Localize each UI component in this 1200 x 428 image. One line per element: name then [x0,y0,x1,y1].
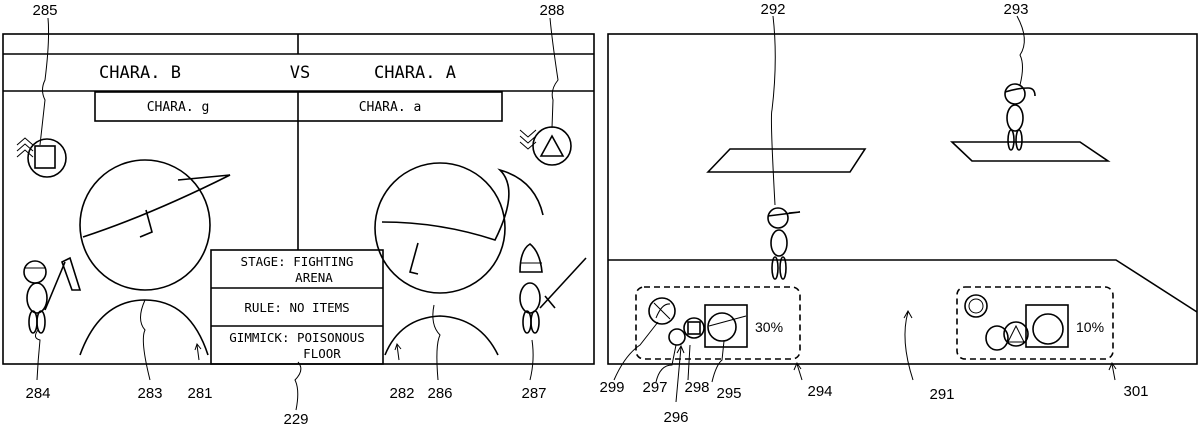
left-rank-emblem [17,138,66,177]
gimmick-info: GIMMICK: POISONOUS [229,330,364,345]
character-b-large [80,160,230,355]
battle-screen: 30% 10% 292 293 299 297 296 298 2 [599,1,1197,426]
stage-info: STAGE: FIGHTING [241,254,354,269]
ref-294: 294 [807,383,832,400]
ref-281: 281 [187,385,212,402]
sub-character-a [520,244,586,333]
player1-hud: 30% [636,287,800,359]
sub-character-g [24,258,80,333]
ref-282: 282 [389,385,414,402]
battle-info-box: STAGE: FIGHTING ARENA RULE: NO ITEMS GIM… [211,250,383,364]
stage-info-cont: ARENA [295,270,333,285]
player1-damage-percent: 30% [755,319,783,335]
ref-296: 296 [663,409,688,426]
ref-285: 285 [32,2,57,19]
left-sub-character-name: CHARA. g [147,100,210,115]
stage-ground [608,260,1197,312]
ref-287: 287 [521,385,546,402]
right-sub-character-name: CHARA. a [359,100,422,115]
sub-character-icon [669,329,685,345]
ref-292: 292 [760,1,785,18]
right-rank-emblem [520,127,571,165]
ref-288: 288 [539,2,564,19]
player2-damage-percent: 10% [1076,319,1104,335]
rule-info: RULE: NO ITEMS [244,300,349,315]
ref-286: 286 [427,385,452,402]
ref-295: 295 [716,385,741,402]
fighter-a [1005,84,1035,150]
fighter-b [768,208,800,279]
ref-291: 291 [929,386,954,403]
ref-284: 284 [25,385,50,402]
ref-298: 298 [684,379,709,396]
ref-297: 297 [642,379,667,396]
character-a-large [375,163,543,355]
ref-293: 293 [1003,1,1028,18]
right-character-name: CHARA. A [374,63,456,83]
ref-229: 229 [283,411,308,428]
ref-301: 301 [1123,383,1148,400]
rank-emblem-icon [684,318,704,338]
ref-299: 299 [599,379,624,396]
vs-label: VS [290,63,310,83]
battle-screen-frame [608,34,1197,364]
versus-screen: CHARA. B VS CHARA. A CHARA. g CHARA. a S… [3,2,594,428]
player2-hud: 10% [957,287,1113,359]
character-a-portrait [1026,305,1068,347]
ref-283: 283 [137,385,162,402]
floating-platform-right [952,142,1108,161]
floating-platform-left [708,149,865,172]
gimmick-info-cont: FLOOR [303,346,341,361]
player-avatar-icon [965,295,987,317]
left-character-name: CHARA. B [99,63,181,83]
